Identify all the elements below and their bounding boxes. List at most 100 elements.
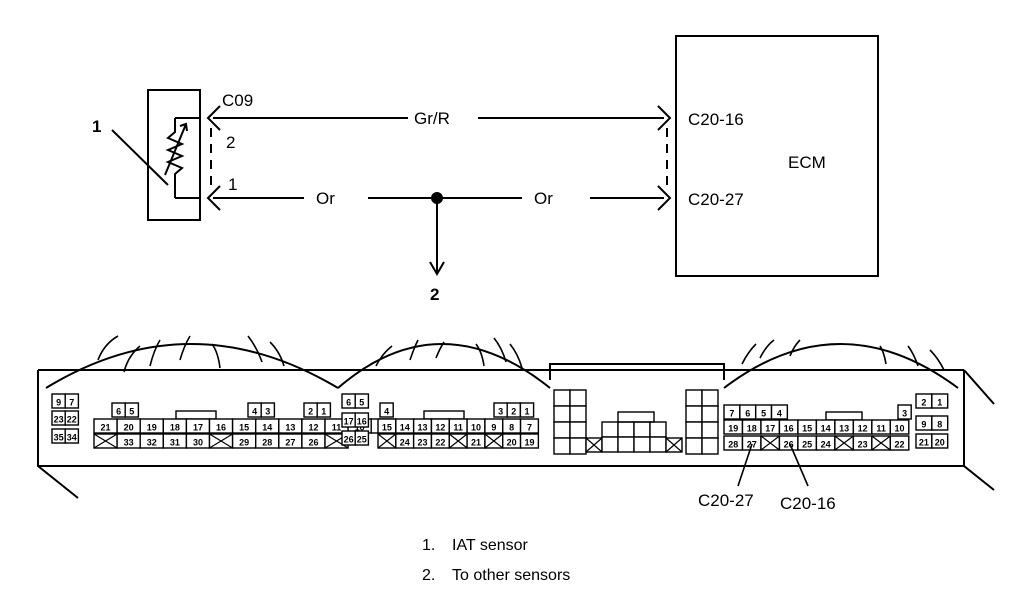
legend-text-2: To other sensors: [452, 567, 570, 584]
pin-number: 31: [170, 438, 180, 448]
pin-number: 17: [193, 423, 203, 433]
ecm-label: ECM: [788, 153, 826, 172]
pin-number: 7: [527, 423, 532, 433]
center-housing: [549, 363, 725, 380]
pin-number: 1: [937, 398, 942, 408]
pin-number: 24: [821, 440, 831, 450]
pin-number: 2: [308, 407, 313, 417]
pin-number: 5: [129, 407, 134, 417]
circuit-schematic: [111, 35, 879, 277]
pin-cell: [260, 402, 276, 418]
pin-number: 6: [745, 409, 750, 419]
blank-cavity: [601, 421, 619, 438]
pin-number: 16: [216, 423, 226, 433]
pin-number: 7: [69, 398, 74, 408]
pin-number: 32: [147, 438, 157, 448]
blank-cavity: [633, 436, 651, 453]
key-bump: [825, 411, 863, 421]
branch-arrow: [429, 261, 445, 276]
key-bump: [423, 410, 465, 420]
blank-cavity: [553, 437, 571, 455]
pin-number: 17: [765, 424, 775, 434]
blank-cavity: [649, 421, 667, 438]
pin-number: 24: [400, 438, 410, 448]
pin-number: 19: [728, 424, 738, 434]
pin-number: 18: [747, 424, 757, 434]
sensor-leader-line: [111, 129, 169, 186]
pin-number: 13: [285, 423, 295, 433]
blank-cavity: [617, 436, 635, 453]
empty-cavity-mark: [448, 433, 468, 449]
empty-cavity-mark: [93, 433, 118, 449]
blank-cavity: [569, 389, 587, 407]
pin-number: 15: [802, 424, 812, 434]
pin-number: 14: [400, 423, 410, 433]
hood-arc-2: [337, 343, 551, 389]
pin-number: 13: [839, 424, 849, 434]
pin-cell: [354, 412, 370, 428]
pin-number: 11: [332, 423, 342, 433]
pin-number: 19: [524, 438, 534, 448]
pin-number: 8: [937, 420, 942, 430]
pin-number: 6: [346, 398, 351, 408]
pin-number: 4: [252, 407, 257, 417]
wire-lower-color-left: Or: [316, 189, 335, 208]
pin-number: 27: [285, 438, 295, 448]
wire-lower-color-right: Or: [534, 189, 553, 208]
pin-number: 9: [491, 423, 496, 433]
pin-number: 22: [895, 440, 905, 450]
pin-cell: [931, 393, 949, 409]
pin-cell: [897, 404, 912, 420]
blank-cavity: [701, 389, 719, 407]
blank-cavity: [633, 421, 651, 438]
thermistor-symbol: [164, 117, 200, 199]
sensor-pin-upper: 2: [226, 133, 235, 152]
empty-cavity-mark: [760, 435, 780, 451]
pin-number: 16: [357, 417, 367, 427]
connector-callout-c20-16: C20-16: [780, 494, 836, 513]
pin-cell: [316, 402, 332, 418]
sensor-pin-lower: 1: [228, 175, 237, 194]
pin-cell: [64, 393, 80, 409]
pin-number: 5: [761, 409, 766, 419]
ecm-connector-c20: [657, 105, 672, 211]
empty-cavity-mark: [871, 435, 891, 451]
pin-cell: [64, 410, 80, 426]
pin-number: 11: [453, 423, 463, 433]
blank-cavity: [649, 436, 667, 453]
connector-pin-grid: 9723223534654321212019181716151413121110…: [51, 389, 949, 455]
key-bump: [175, 410, 217, 420]
connector-right-edge: [963, 370, 995, 491]
blank-cavity: [553, 405, 571, 423]
wire-upper-color: Gr/R: [414, 109, 450, 128]
pin-number: 28: [728, 440, 738, 450]
hood-arc-3: [723, 343, 959, 389]
branch-callout-number: 2: [430, 285, 439, 304]
pin-number: 3: [265, 407, 270, 417]
pin-number: 29: [239, 438, 249, 448]
empty-cavity-mark: [665, 437, 683, 453]
pin-number: 5: [359, 398, 364, 408]
pin-number: 20: [507, 438, 517, 448]
pin-number: 33: [124, 438, 134, 448]
blank-cavity: [569, 421, 587, 439]
pin-number: 3: [498, 407, 503, 417]
pin-number: 12: [435, 423, 445, 433]
blank-cavity: [553, 421, 571, 439]
pin-number: 16: [784, 424, 794, 434]
pin-number: 21: [919, 438, 929, 448]
ecm-connector-face: [37, 335, 995, 499]
pin-number: 23: [418, 438, 428, 448]
pin-number: 20: [935, 438, 945, 448]
empty-cavity-mark: [834, 435, 854, 451]
pin-cell: [354, 430, 370, 446]
empty-cavity-mark: [209, 433, 233, 449]
pin-number: 25: [357, 435, 367, 445]
pin-number: 26: [344, 435, 354, 445]
pin-number: 1: [321, 407, 326, 417]
pin-number: 10: [895, 424, 905, 434]
pin-cell: [519, 433, 540, 449]
empty-cavity-mark: [484, 433, 504, 449]
